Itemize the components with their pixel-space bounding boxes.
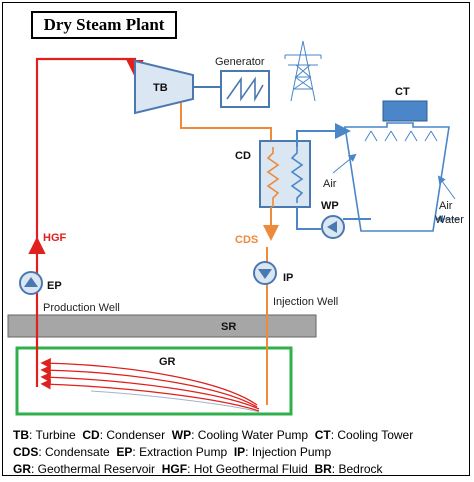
turbine-label: TB bbox=[153, 82, 168, 94]
reservoir-flow-line bbox=[40, 379, 260, 412]
legend-key: EP bbox=[116, 445, 133, 459]
injection-well-label: Injection Well bbox=[273, 296, 338, 308]
legend-key: BR bbox=[314, 462, 332, 476]
exhaust-steam-line bbox=[180, 103, 272, 143]
generator-sine-icon bbox=[226, 76, 264, 103]
legend-description: : Extraction Pump bbox=[132, 445, 228, 459]
legend-key: TB bbox=[13, 428, 29, 442]
air-arrow-left bbox=[332, 153, 357, 174]
cooling-tower-label: CT bbox=[395, 86, 410, 98]
plant-diagram: SR GR HGF EP Production Well TB Generato… bbox=[7, 40, 464, 416]
extraction-pump-triangle-icon bbox=[24, 277, 38, 287]
legend-description: : Geothermal Reservoir bbox=[31, 462, 156, 476]
legend-description: : Cooling Tower bbox=[330, 428, 414, 442]
legend-key: IP bbox=[233, 445, 246, 459]
legend-description: : Condensate bbox=[38, 445, 110, 459]
legend-key: CT bbox=[314, 428, 331, 442]
cooling-water-return-line bbox=[296, 207, 321, 230]
cooling-tower bbox=[344, 122, 450, 232]
legend-description: : Injection Pump bbox=[245, 445, 332, 459]
condenser-coil-orange bbox=[266, 147, 280, 207]
reservoir-flow-line bbox=[90, 390, 260, 413]
legend-key: HGF bbox=[161, 462, 188, 476]
legend-description: : Cooling Water Pump bbox=[191, 428, 309, 442]
condenser-label: CD bbox=[235, 150, 251, 162]
legend-row: CDS: Condensate EP: Extraction Pump IP: … bbox=[13, 444, 463, 461]
cooling-water-pump-label: WP bbox=[321, 200, 339, 212]
reservoir-flow-line bbox=[40, 372, 260, 410]
production-well-label: Production Well bbox=[43, 302, 120, 314]
generator-label: Generator bbox=[215, 56, 265, 68]
air-arrow-right bbox=[437, 175, 456, 200]
water-label: Water bbox=[435, 214, 464, 226]
condenser-coil-blue bbox=[290, 147, 304, 203]
legend-key: WP bbox=[171, 428, 192, 442]
bedrock-label: SR bbox=[221, 321, 236, 333]
cooling-water-pump-triangle-icon bbox=[327, 221, 337, 233]
air-label-left: Air bbox=[323, 178, 337, 190]
legend-description: : Condenser bbox=[99, 428, 166, 442]
air-label-right: Air bbox=[439, 200, 453, 212]
reservoir-label: GR bbox=[159, 356, 176, 368]
geothermal-reservoir bbox=[15, 346, 293, 416]
steam-line bbox=[35, 57, 144, 387]
extraction-pump-label: EP bbox=[47, 280, 62, 292]
cooling-tower-fan bbox=[382, 100, 428, 122]
legend-row: TB: Turbine CD: Condenser WP: Cooling Wa… bbox=[13, 427, 463, 444]
reservoir-flow-line bbox=[40, 364, 258, 408]
legend: TB: Turbine CD: Condenser WP: Cooling Wa… bbox=[13, 427, 463, 478]
bedrock-layer bbox=[7, 314, 317, 338]
legend-key: GR bbox=[13, 462, 31, 476]
power-tower-icon bbox=[284, 40, 322, 102]
legend-row: GR: Geothermal Reservoir HGF: Hot Geothe… bbox=[13, 461, 463, 478]
condenser bbox=[259, 140, 311, 208]
legend-description: : Turbine bbox=[29, 428, 76, 442]
legend-key: CDS bbox=[13, 445, 39, 459]
turbine bbox=[134, 59, 194, 115]
hgf-label: HGF bbox=[43, 232, 67, 244]
generator bbox=[220, 70, 270, 108]
legend-description: : Bedrock bbox=[331, 462, 383, 476]
injection-pump-triangle-icon bbox=[258, 269, 272, 279]
diagram-title: Dry Steam Plant bbox=[31, 11, 177, 39]
cooling-water-line bbox=[296, 123, 351, 147]
spray-nozzles bbox=[364, 130, 438, 142]
reservoir-flow-line bbox=[40, 357, 258, 406]
injection-pump-label: IP bbox=[283, 272, 293, 284]
diagram-canvas: Dry Steam Plant SR GR HGF bbox=[2, 2, 470, 476]
condensate-label: CDS bbox=[235, 234, 258, 246]
legend-description: : Hot Geothermal Fluid bbox=[187, 462, 308, 476]
legend-key: CD bbox=[82, 428, 100, 442]
